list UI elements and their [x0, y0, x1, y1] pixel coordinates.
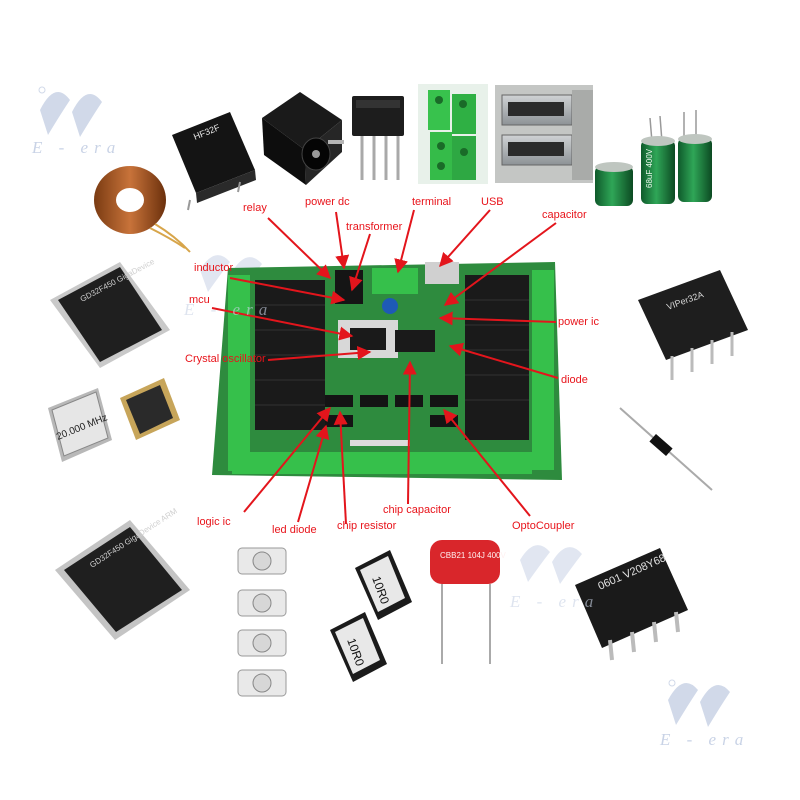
led-diode-component [237, 547, 287, 697]
arrow-terminal [394, 209, 415, 274]
arrow-led-diode [297, 424, 330, 523]
label-usb: USB [481, 196, 504, 208]
arrow-inductor [229, 277, 346, 305]
bridge-rectifier-component [352, 96, 404, 180]
watermark-logo-bottom-center [520, 545, 582, 584]
toroidal-inductor-component [94, 166, 191, 253]
chip-resistor-component: 10R0 10R0 [330, 550, 412, 682]
relay-component: HF32F [172, 112, 256, 211]
watermark-text-bottom-right: E - era [660, 730, 750, 749]
label-terminal: terminal [412, 196, 452, 208]
label-chip-resistor: chip resistor [337, 520, 397, 532]
arrow-power-ic [438, 311, 557, 326]
power-dc-jack-component [262, 92, 344, 185]
diode-component [619, 407, 713, 491]
watermark-text-bottom-center: E - era [510, 592, 600, 611]
arrow-crystal [267, 346, 372, 361]
label-power-dc: power dc [305, 196, 350, 208]
usb-connector-component [495, 85, 593, 183]
watermark-text-top-left: E - era [32, 138, 122, 157]
power-ic-component: VIPer32A [638, 270, 748, 380]
film-cap-marking: CBB21 104J 400V [440, 551, 506, 560]
label-led-diode: led diode [272, 524, 317, 536]
watermark-logo-bottom-right [668, 679, 730, 727]
label-chip-capacitor: chip capacitor [383, 504, 451, 516]
arrow-diode [448, 342, 559, 379]
label-optocoupler: OptoCoupler [512, 520, 575, 532]
relay-board-pcb [212, 262, 562, 480]
arrow-transformer [349, 233, 371, 292]
watermark-logo-top-left [38, 86, 102, 137]
electrolytic-capacitor-component: 68uF 400V [595, 110, 712, 206]
arrow-relay [267, 217, 332, 279]
watermark-text-middle: E - era [184, 300, 274, 319]
terminal-block-component [418, 84, 488, 184]
arrow-chip-resistor [333, 410, 348, 525]
label-logic-ic: logic ic [197, 516, 231, 528]
arrow-mcu [211, 307, 354, 341]
arrow-logic-ic [243, 406, 331, 513]
label-crystal-oscillator: Crystal oscillator [185, 353, 266, 365]
mcu-chip-component-2: GD32F450 GigaDevice ARM [55, 506, 190, 640]
arrow-usb [439, 209, 491, 268]
mcu-chip-component: GD32F450 GigaDevice [50, 257, 170, 368]
film-capacitor-component: CBB21 104J 400V [430, 540, 506, 664]
crystal-oscillator-component: 20.000 MHz [48, 378, 180, 462]
label-relay: relay [243, 202, 267, 214]
arrow-power-dc [335, 211, 350, 270]
label-diode: diode [561, 374, 588, 386]
label-inductor: inductor [194, 262, 234, 274]
label-capacitor: capacitor [542, 209, 587, 221]
label-transformer: transformer [346, 221, 403, 233]
label-power-ic: power ic [558, 316, 599, 328]
capacitor-marking: 68uF 400V [645, 148, 654, 188]
arrow-capacitor [443, 222, 557, 306]
arrow-optocoupler [443, 408, 531, 517]
callout-arrows [211, 209, 559, 525]
arrow-chip-capacitor [402, 360, 417, 505]
label-mcu: mcu [189, 294, 210, 306]
